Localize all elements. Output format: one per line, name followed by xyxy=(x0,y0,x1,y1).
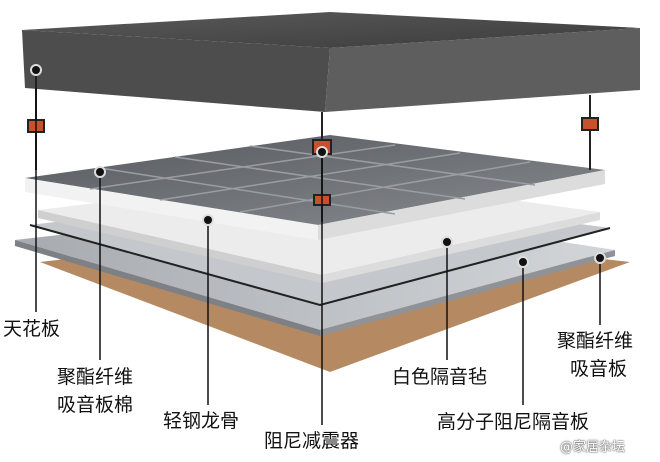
tile-panel-layer xyxy=(25,135,605,225)
ceiling-slab-side xyxy=(325,28,640,112)
leader-dots xyxy=(30,64,606,268)
label-light-steel-keel: 轻钢龙骨 xyxy=(163,410,240,432)
leader-lines xyxy=(35,70,601,425)
ceiling-slab-top xyxy=(22,12,640,48)
label-white-sound-felt: 白色隔音毡 xyxy=(392,366,488,388)
polyester-board-edge xyxy=(15,240,320,336)
label-damping-shock-absorber: 阻尼减震器 xyxy=(264,430,360,452)
label-polyester-cotton-line2: 吸音板棉 xyxy=(57,394,134,416)
label-ceiling: 天花板 xyxy=(3,318,61,340)
watermark: @家居杂坛 xyxy=(560,440,626,455)
polyester-board-edge-right xyxy=(320,250,615,336)
label-polymer-damping-board: 高分子阻尼隔音板 xyxy=(437,411,590,433)
ceiling-slab-front xyxy=(22,30,330,112)
label-polyester-board-line2: 吸音板 xyxy=(570,358,628,380)
keel-grid xyxy=(89,144,536,215)
label-polyester-board-line1: 聚酯纤维 xyxy=(557,330,634,352)
label-polyester-cotton-line1: 聚酯纤维 xyxy=(57,366,134,388)
